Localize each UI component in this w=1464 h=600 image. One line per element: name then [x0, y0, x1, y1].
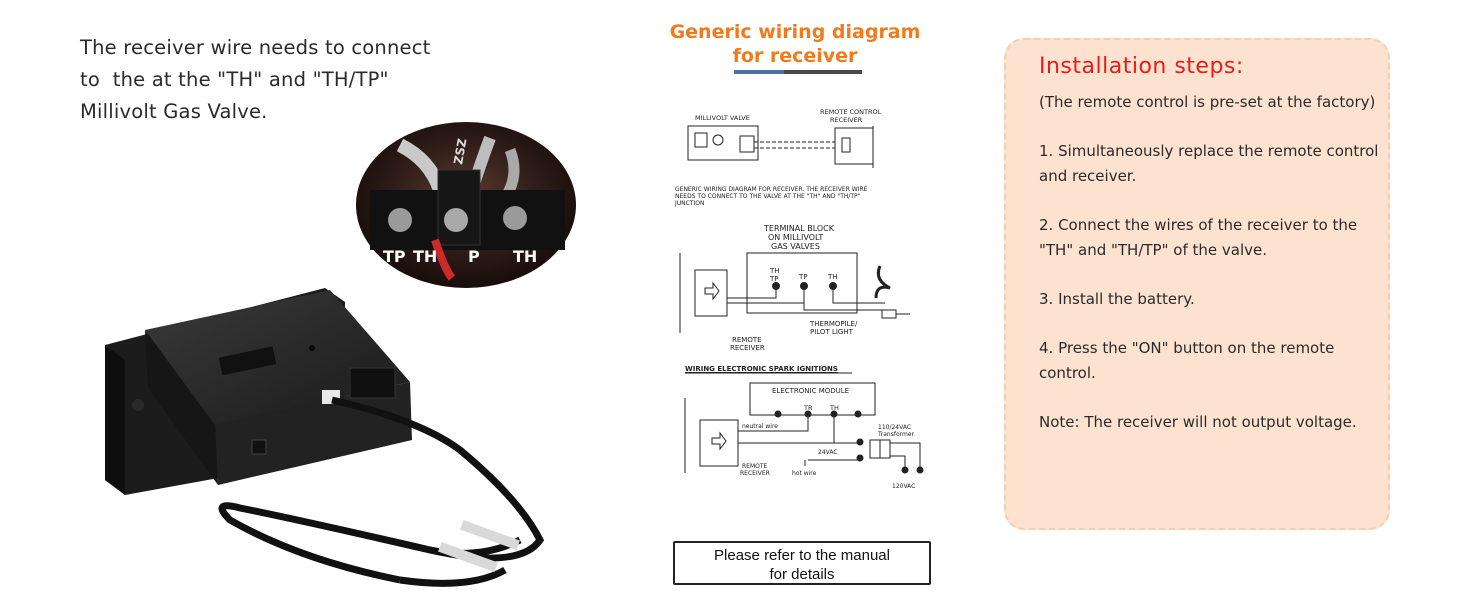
label-110-24vac: 110/24VAC [878, 424, 911, 431]
manual-note-line-2: for details [769, 566, 835, 583]
diagram-spark-ignition: WIRING ELECTRONIC SPARK IGNITIONS ELECTR… [684, 365, 924, 490]
label-hot-wire: hot wire [792, 470, 817, 477]
label-remote-1: REMOTE [732, 336, 762, 344]
label-remote-control: REMOTE CONTROL [820, 108, 882, 116]
receiver-photo: ZSZ TP TH P TH [105, 122, 576, 587]
manual-note: Please refer to the manual for details [673, 541, 931, 585]
label-on-millivolt: ON MILLIVOLT [768, 233, 823, 242]
wiring-diagrams: MILLIVOLT VALVE REMOTE CONTROL RECEIVER … [674, 108, 924, 490]
label-electronic-module: ELECTRONIC MODULE [772, 387, 849, 395]
receiver-cable [218, 396, 545, 587]
label-millivolt-valve: MILLIVOLT VALVE [695, 114, 750, 122]
terminal-label-th: TH [413, 247, 437, 266]
wiring-diagram-title: Generic wiring diagram for receiver [620, 20, 970, 68]
wiring-title-line-1: Generic wiring diagram [669, 21, 921, 43]
label-th-tp-1: TH [769, 267, 780, 275]
title-divider [734, 70, 862, 74]
step-3: 3. Install the battery. [1039, 289, 1195, 308]
label-receiver: RECEIVER [830, 116, 863, 124]
terminal-label-th-2: TH [513, 247, 537, 266]
receiver-unit [105, 288, 412, 495]
step-preset-note: (The remote control is pre-set at the fa… [1039, 93, 1376, 111]
label-th: TH [827, 273, 838, 281]
label-neutral-wire: neutral wire [742, 423, 778, 430]
label-tr: TR [803, 404, 813, 412]
label-thermopile: THERMOPILE/ [809, 320, 858, 328]
installation-steps-list: (The remote control is pre-set at the fa… [1039, 90, 1379, 459]
terminal-label-tp: TP [383, 247, 406, 266]
diagram-terminal-block: TERMINAL BLOCK ON MILLIVOLT GAS VALVES T… [679, 224, 910, 352]
caption-line-1: GENERIC WIRING DIAGRAM FOR RECEIVER. THE… [675, 186, 868, 193]
intro-line-2: to the at the "TH" and "TH/TP" [80, 68, 389, 91]
installation-steps-title: Installation steps: [1039, 54, 1244, 79]
step-2: 2. Connect the wires of the receiver to … [1039, 215, 1358, 259]
terminal-label-p: P [468, 247, 480, 266]
label-24vac: 24VAC [818, 449, 838, 456]
terminal-stamp: ZSZ [451, 137, 469, 165]
caption-line-2: NEEDS TO CONNECT TO THE VALVE AT THE "TH… [675, 193, 861, 200]
label-120vac: 120VAC [892, 483, 915, 490]
manual-note-line-1: Please refer to the manual [714, 547, 890, 564]
label-spark-heading: WIRING ELECTRONIC SPARK IGNITIONS [685, 365, 838, 373]
intro-line-1: The receiver wire needs to connect [80, 36, 431, 59]
caption-line-3: JUNCTION [674, 200, 704, 207]
terminal-closeup: ZSZ TP TH P TH [356, 122, 576, 288]
label-th-module: TH [829, 404, 839, 412]
label-terminal-block: TERMINAL BLOCK [763, 224, 835, 233]
installation-steps-panel: Installation steps: (The remote control … [1004, 38, 1390, 530]
step-4: 4. Press the "ON" button on the remote c… [1039, 338, 1335, 382]
label-gas-valves: GAS VALVES [771, 242, 820, 251]
label-remote-spark-2: RECEIVER [740, 470, 770, 477]
label-tp: TP [798, 273, 808, 281]
label-th-tp-2: TP [769, 275, 779, 283]
intro-text: The receiver wire needs to connect to th… [80, 32, 550, 128]
label-remote-2: RECEIVER [730, 344, 765, 352]
label-pilot-light: PILOT LIGHT [810, 328, 854, 336]
label-transformer: Transformer [877, 431, 915, 438]
diagram-millivolt: MILLIVOLT VALVE REMOTE CONTROL RECEIVER … [674, 108, 882, 207]
intro-line-3: Millivolt Gas Valve. [80, 100, 268, 123]
label-remote-spark-1: REMOTE [742, 463, 768, 470]
wiring-title-line-2: for receiver [732, 45, 858, 67]
step-note: Note: The receiver will not output volta… [1039, 412, 1357, 431]
step-1: 1. Simultaneously replace the remote con… [1039, 142, 1379, 185]
